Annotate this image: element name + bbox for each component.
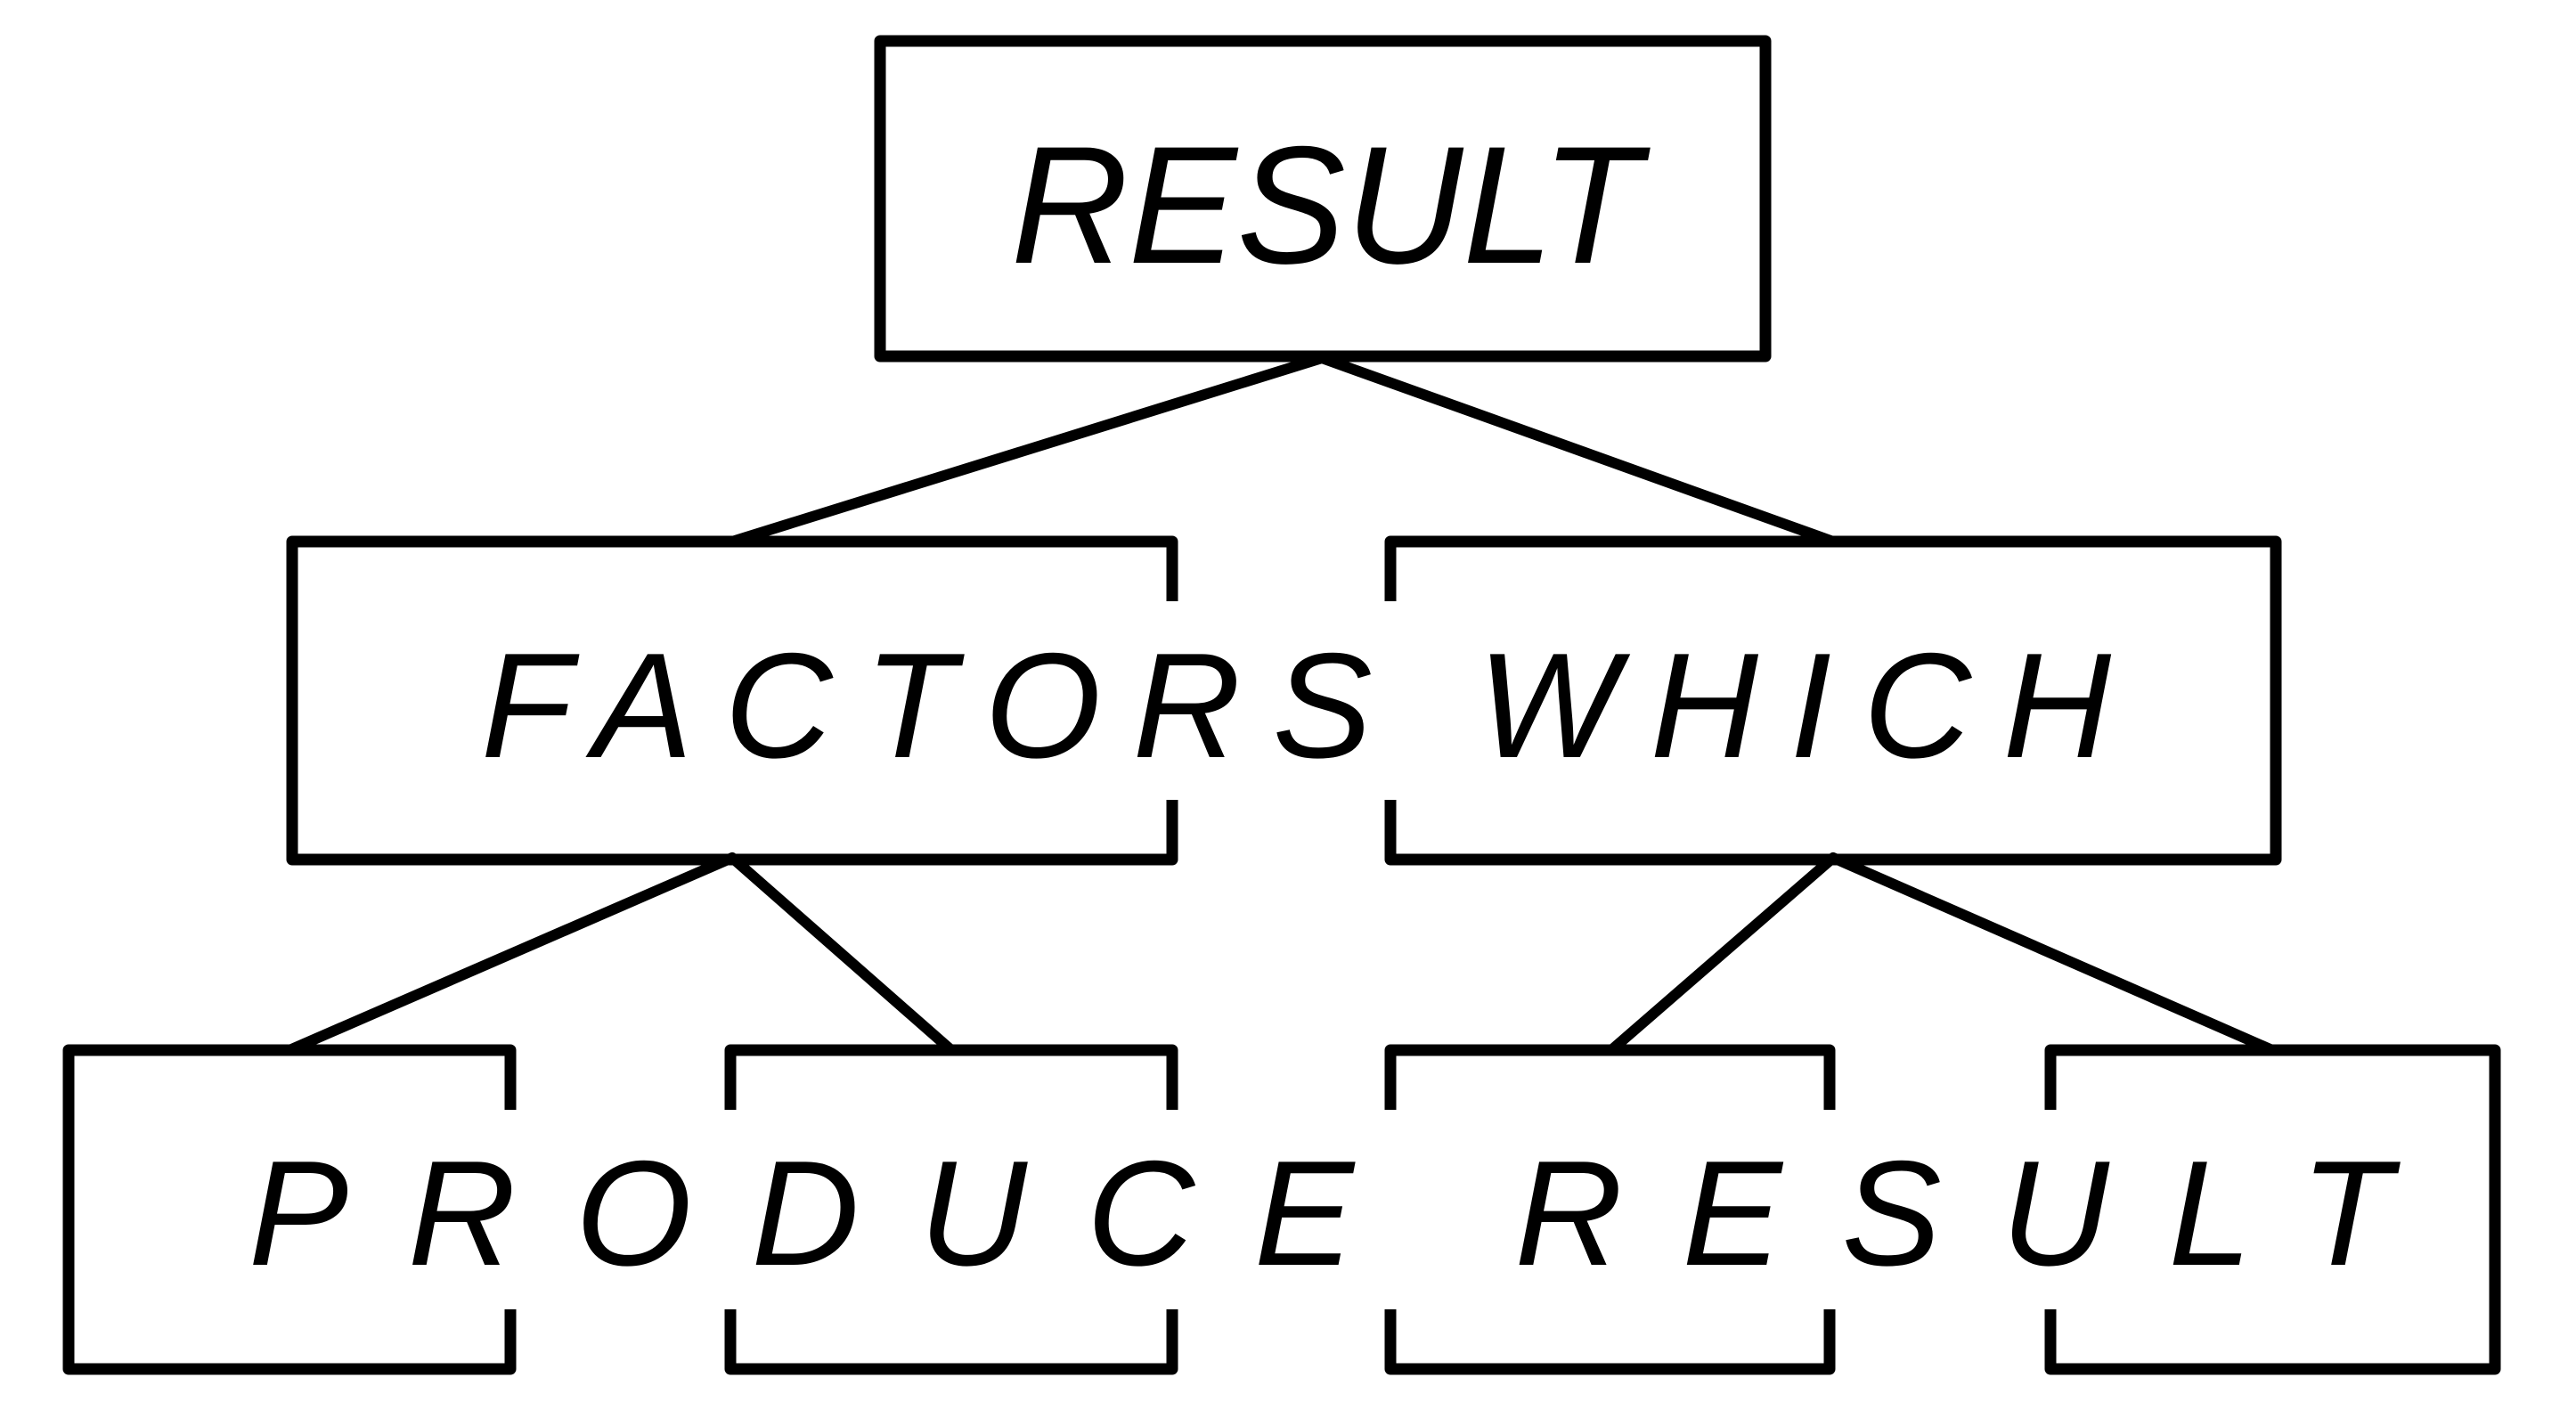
result-label: RESULT xyxy=(1011,111,1651,298)
node-labels: RESULT FACTORS WHICH PRODUCE RESULT xyxy=(249,111,2401,1297)
factors-box-left xyxy=(286,535,1178,866)
produce-box-2 xyxy=(724,1044,1178,1375)
factors-box-right xyxy=(1384,535,2282,866)
produce-box-4 xyxy=(2044,1044,2501,1375)
produce-result-label: PRODUCE RESULT xyxy=(249,1129,2401,1297)
connector-factors-left-to-produce xyxy=(287,852,955,1055)
factors-which-label: FACTORS WHICH xyxy=(481,622,2112,789)
result-box xyxy=(874,35,1772,363)
node-boxes xyxy=(62,35,2501,1375)
produce-box-3 xyxy=(1384,1044,1836,1375)
produce-box-1 xyxy=(62,1044,517,1375)
connector-result-to-factors xyxy=(730,353,1836,547)
connector-factors-right-to-produce xyxy=(1608,852,2275,1055)
